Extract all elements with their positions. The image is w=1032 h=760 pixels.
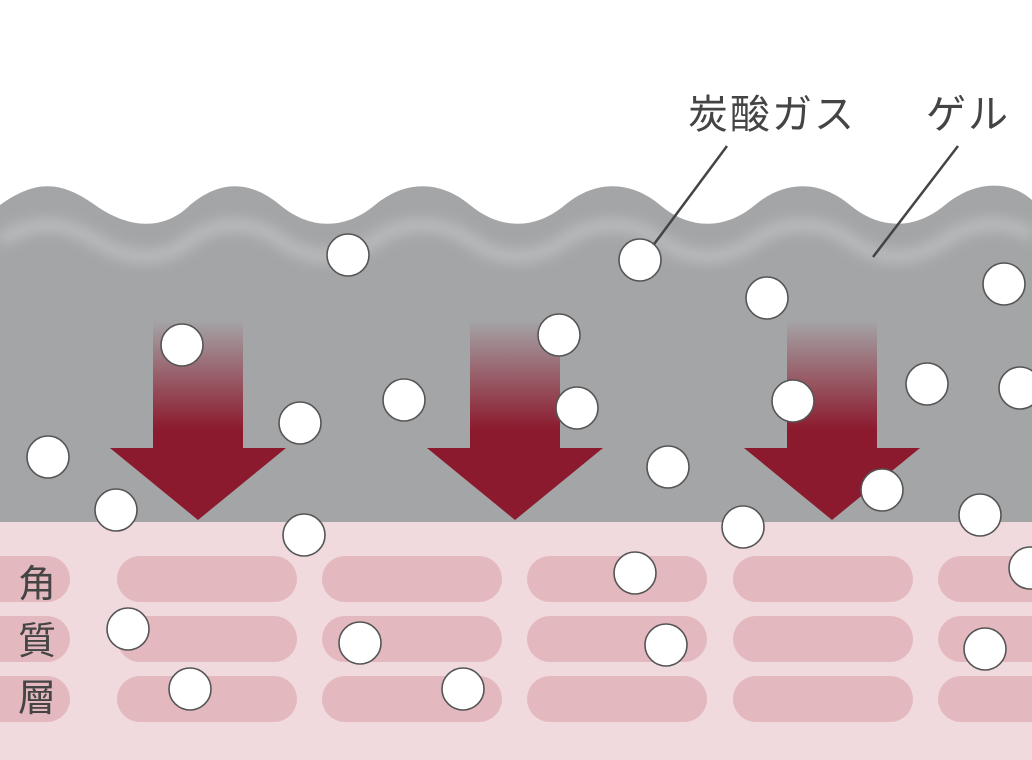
co2-bubble (338, 621, 382, 665)
co2-bubble (537, 313, 581, 357)
corneocyte-cell (0, 556, 70, 602)
corneocyte-cell (527, 676, 707, 722)
corneocyte-cell (117, 556, 297, 602)
co2-bubble (963, 627, 1007, 671)
co2-bubble (618, 238, 662, 282)
co2-bubble (905, 362, 949, 406)
leader-lines (644, 145, 959, 258)
stratum-corneum-label-char: 角 (17, 562, 56, 606)
co2-bubble (1008, 546, 1032, 590)
stratum-corneum-label: 角質層 (14, 556, 60, 727)
stratum-corneum-label-char: 質 (17, 619, 56, 663)
carbon-gas-label: 炭酸ガス (688, 92, 856, 138)
cell-rows (0, 556, 1032, 722)
penetration-arrows (110, 320, 920, 520)
corneocyte-cell (0, 676, 70, 722)
co2-bubble (382, 378, 426, 422)
co2-bubble (555, 386, 599, 430)
co2-bubble (26, 435, 70, 479)
co2-bubble (958, 493, 1002, 537)
co2-bubble (282, 513, 326, 557)
co2-bubble (106, 607, 150, 651)
corneocyte-cell (938, 676, 1032, 722)
co2-bubble (982, 262, 1026, 306)
gel-label: ゲル (926, 92, 1010, 138)
gel-leader-line (872, 145, 959, 258)
corneocyte-cell (733, 676, 913, 722)
stratum-corneum-label-char: 層 (17, 676, 56, 720)
gel-highlight (0, 217, 1032, 264)
co2-bubble (160, 323, 204, 367)
co2-bubbles (26, 233, 1032, 711)
co2-bubble (646, 445, 690, 489)
co2-bubble (94, 488, 138, 532)
carbon-gas-leader-line (644, 145, 729, 256)
co2-bubble (168, 667, 212, 711)
co2-bubble (721, 505, 765, 549)
co2-bubble (278, 401, 322, 445)
corneocyte-cell (733, 556, 913, 602)
co2-bubble (644, 623, 688, 667)
down-arrow (110, 320, 286, 520)
corneocyte-cell (0, 616, 70, 662)
down-arrow (427, 320, 603, 520)
corneocyte-cell (117, 616, 297, 662)
co2-bubble (771, 379, 815, 423)
corneocyte-cell (322, 556, 502, 602)
co2-bubble (860, 468, 904, 512)
co2-bubble (326, 233, 370, 277)
co2-bubble (998, 366, 1032, 410)
co2-bubble (613, 551, 657, 595)
co2-bubble (745, 276, 789, 320)
co2-bubble (441, 667, 485, 711)
corneocyte-cell (733, 616, 913, 662)
